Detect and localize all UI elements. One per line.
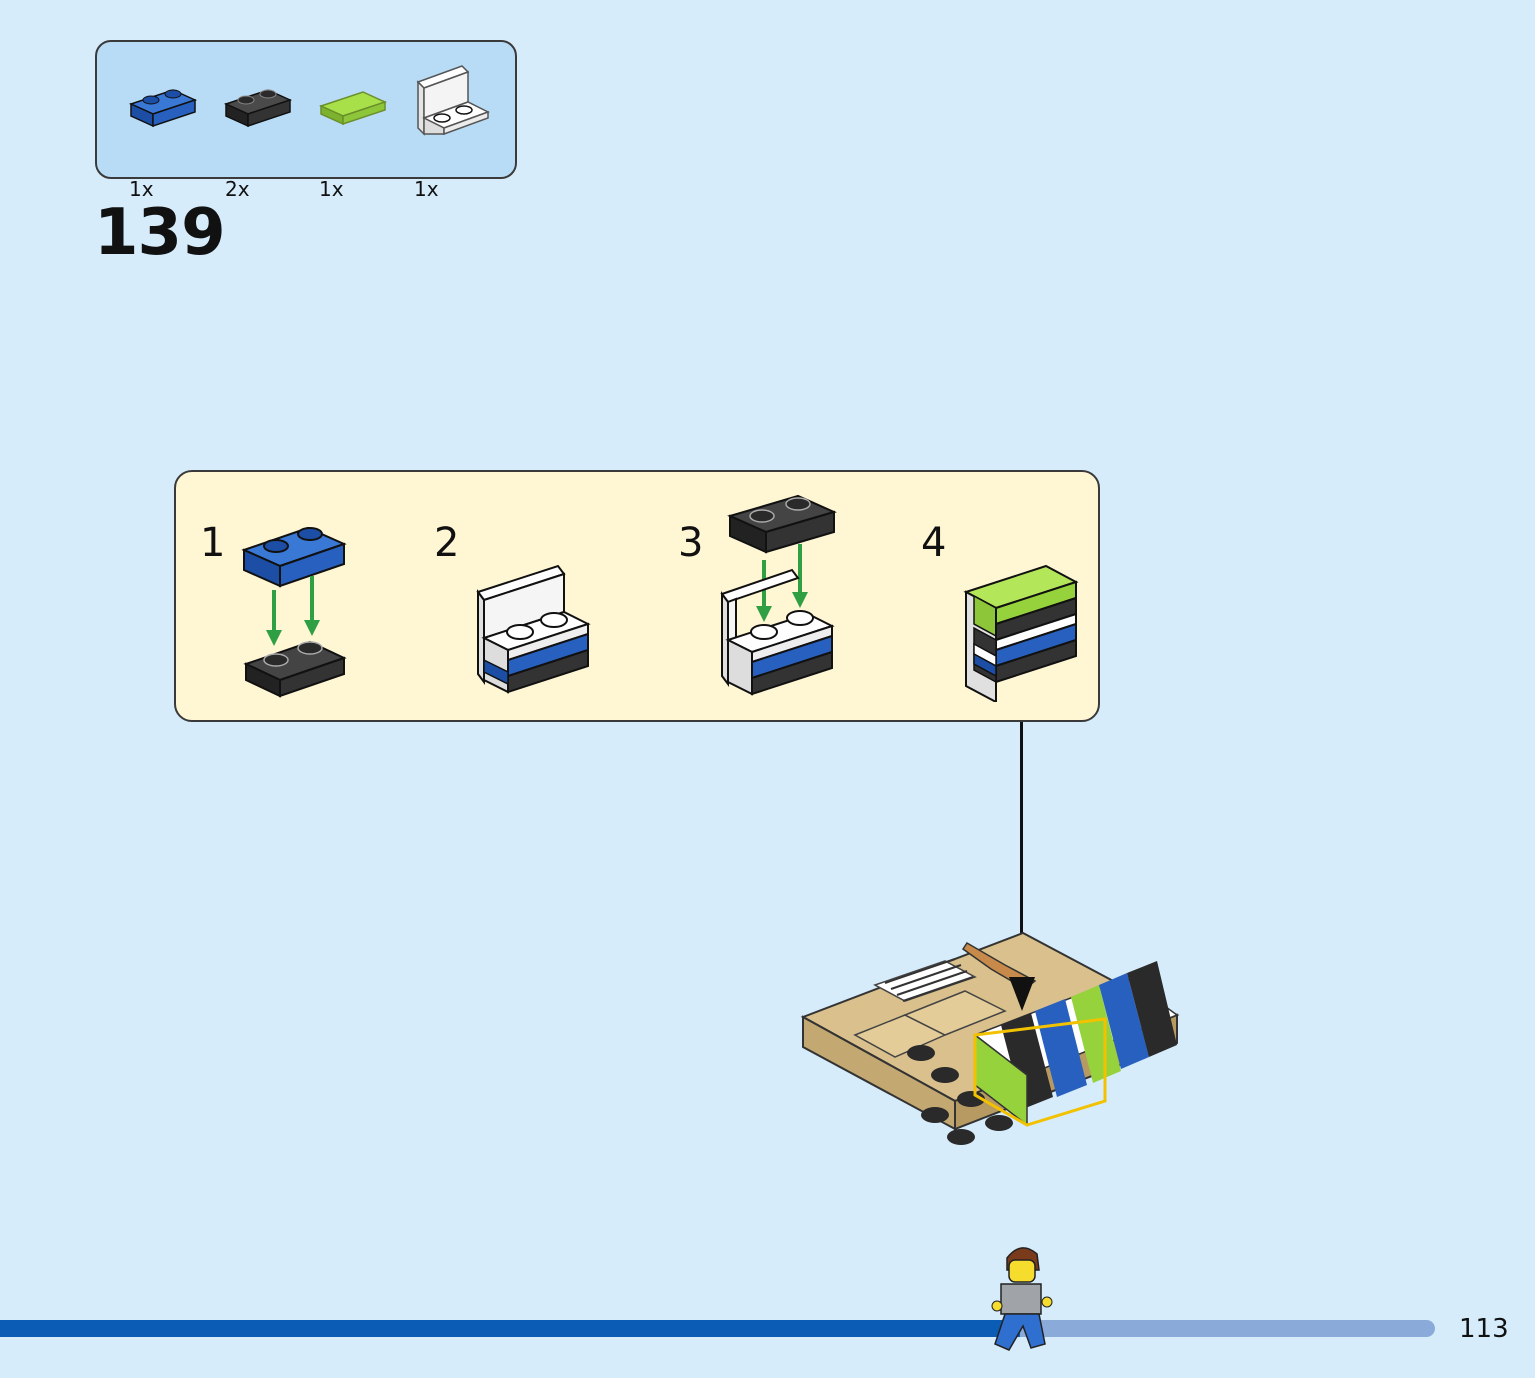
substep-4-illustration — [963, 564, 1079, 702]
page-number: 113 — [1459, 1314, 1509, 1344]
substep-number: 2 — [434, 520, 460, 566]
part-item: 1x — [412, 65, 502, 201]
substep-1-illustration — [241, 526, 347, 698]
white-bracket-icon — [416, 65, 490, 136]
progress-fill — [0, 1320, 1021, 1337]
model-illustration — [800, 931, 1180, 1145]
blue-plate-1x2-icon — [128, 89, 198, 128]
substep-2-illustration — [476, 564, 591, 694]
substep-panel: 1 2 3 4 — [174, 470, 1100, 722]
parts-list-panel: 1x 2x 1x 1x — [95, 40, 517, 201]
part-quantity: 2x — [225, 177, 250, 201]
part-quantity: 1x — [414, 177, 439, 201]
substep-number: 1 — [200, 520, 226, 566]
substep-number: 4 — [921, 520, 947, 566]
lime-tile-1x2-icon — [318, 91, 388, 126]
connector-line — [1020, 722, 1023, 982]
black-plate-1x2-icon — [223, 89, 293, 128]
substep-number: 3 — [678, 520, 704, 566]
part-quantity: 1x — [129, 177, 154, 201]
part-item: 1x — [127, 82, 217, 201]
substep-3-illustration — [720, 494, 837, 696]
step-number: 139 — [94, 196, 226, 270]
part-item: 2x — [222, 82, 312, 201]
minifigure-icon — [991, 1247, 1053, 1351]
part-quantity: 1x — [319, 177, 344, 201]
part-item: 1x — [317, 82, 407, 201]
